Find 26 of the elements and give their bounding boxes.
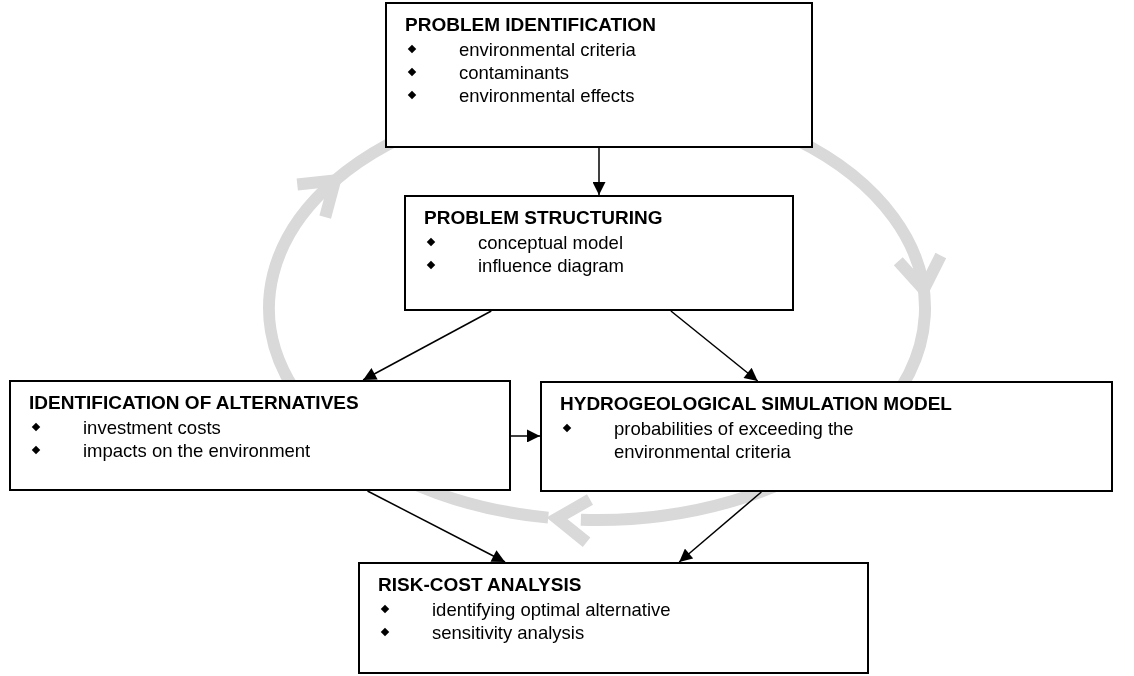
arrow	[366, 490, 506, 563]
bullet-text: investment costs	[83, 416, 221, 439]
bullet-text: contaminants	[459, 61, 570, 84]
process-box	[358, 562, 869, 674]
process-box	[385, 2, 813, 148]
box-heading: RISK-COST ANALYSIS	[378, 573, 583, 597]
box-heading: HYDROGEOLOGICAL SIMULATION MODEL	[560, 392, 953, 416]
box-heading: PROBLEM STRUCTURING	[424, 206, 664, 230]
process-box	[9, 380, 511, 491]
bullet-text: identifying optimal alternative	[432, 598, 671, 621]
bullet-text: influence diagram	[478, 254, 625, 277]
bullet-text: conceptual model	[478, 231, 623, 254]
arrow	[592, 147, 606, 196]
bullet-text: impacts on the environment	[83, 439, 311, 462]
bullet-text: sensitivity analysis	[432, 621, 585, 644]
bullet-text: probabilities of exceeding the environmental criteria	[614, 417, 855, 463]
process-box	[404, 195, 794, 311]
box-heading: PROBLEM IDENTIFICATION	[405, 13, 657, 37]
arrow	[510, 429, 541, 443]
box-heading: IDENTIFICATION OF ALTERNATIVES	[29, 391, 360, 415]
arrow	[362, 310, 492, 381]
bullet-text: environmental effects	[459, 84, 635, 107]
arrow	[678, 491, 763, 563]
process-box	[540, 381, 1113, 492]
bullet-text: environmental criteria	[459, 38, 636, 61]
arrow	[670, 310, 759, 382]
